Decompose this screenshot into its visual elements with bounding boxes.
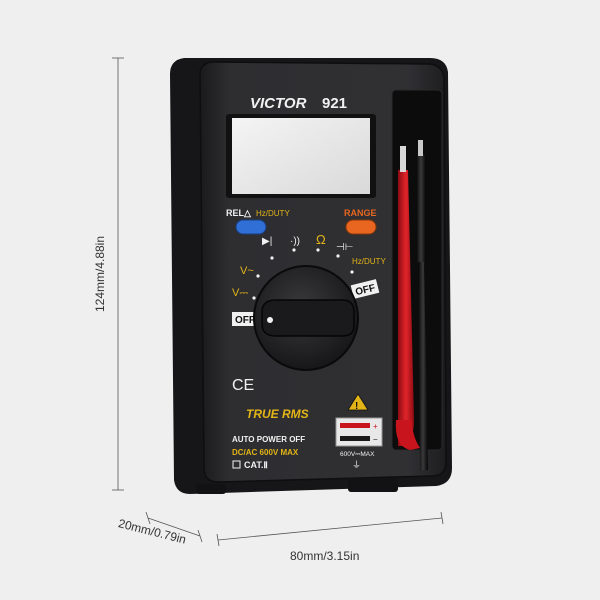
multimeter: VICTOR 921 REL△ Hz/DUTY RANGE ▶| ·)) Ω ⊣… xyxy=(170,58,452,494)
off-label-left: OFF xyxy=(235,315,255,326)
bottom-tab xyxy=(196,484,226,494)
off-tag-left xyxy=(232,312,258,326)
buzzer-symbol: ·)) xyxy=(290,236,300,247)
red-probe-body xyxy=(398,170,414,446)
jack-negative-bar xyxy=(340,436,370,441)
black-probe-tip-guard xyxy=(416,154,426,264)
rel-label: REL△ xyxy=(226,208,252,218)
jack-minus-label: − xyxy=(373,435,378,444)
cat-rating-label: CAT.Ⅱ xyxy=(244,460,268,470)
jack-panel xyxy=(335,417,383,447)
jack-rating-label: 600V⎓MAX xyxy=(340,451,375,458)
dial-position-dots xyxy=(252,248,354,300)
jack-plus-label: + xyxy=(373,422,378,431)
hz-duty-label-right: Hz/DUTY xyxy=(352,257,386,266)
off-tag-right xyxy=(350,279,380,299)
dimension-height: 124mm/4.88in xyxy=(93,57,124,491)
warning-icon xyxy=(347,393,369,411)
dial-knob-grip[interactable] xyxy=(261,299,355,337)
ce-mark: CE xyxy=(232,377,254,394)
test-probes xyxy=(395,140,428,470)
depth-label: 20mm/0.79in xyxy=(117,516,188,546)
jack-positive-bar xyxy=(340,423,370,428)
dial-pointer xyxy=(267,317,273,323)
brand-logo: VICTOR xyxy=(250,95,307,112)
diode-symbol: ▶| xyxy=(262,236,272,247)
double-insulation-icon xyxy=(232,460,241,469)
svg-text:!: ! xyxy=(355,401,358,412)
auto-power-off-label: AUTO POWER OFF xyxy=(232,435,305,444)
red-probe-lead xyxy=(395,420,420,450)
off-label-right: OFF xyxy=(354,283,376,299)
range-label: RANGE xyxy=(344,208,377,218)
max-rating-label: DC/AC 600V MAX xyxy=(232,448,299,457)
black-probe-tip xyxy=(418,140,423,156)
ground-symbol: ⏚ xyxy=(352,460,361,470)
true-rms-label: TRUE RMS xyxy=(246,407,309,421)
height-label: 124mm/4.88in xyxy=(93,236,107,312)
red-probe-tip xyxy=(400,146,406,172)
model-number: 921 xyxy=(322,95,347,112)
black-probe-lead xyxy=(418,262,428,470)
bottom-tab xyxy=(348,478,398,492)
vdc-symbol: V⎓ xyxy=(232,287,248,299)
ohm-symbol: Ω xyxy=(316,232,326,247)
hz-duty-label-left: Hz/DUTY xyxy=(256,209,290,218)
capacitance-symbol: ⊣⊢ xyxy=(336,242,353,253)
lcd-display xyxy=(232,118,370,194)
dimension-width: 80mm/3.15in xyxy=(216,511,444,563)
range-button[interactable] xyxy=(345,219,377,235)
vac-symbol: V~ xyxy=(240,265,254,277)
rel-button[interactable] xyxy=(235,219,267,235)
width-label: 80mm/3.15in xyxy=(290,549,359,563)
dimension-depth: 20mm/0.79in xyxy=(117,511,203,547)
